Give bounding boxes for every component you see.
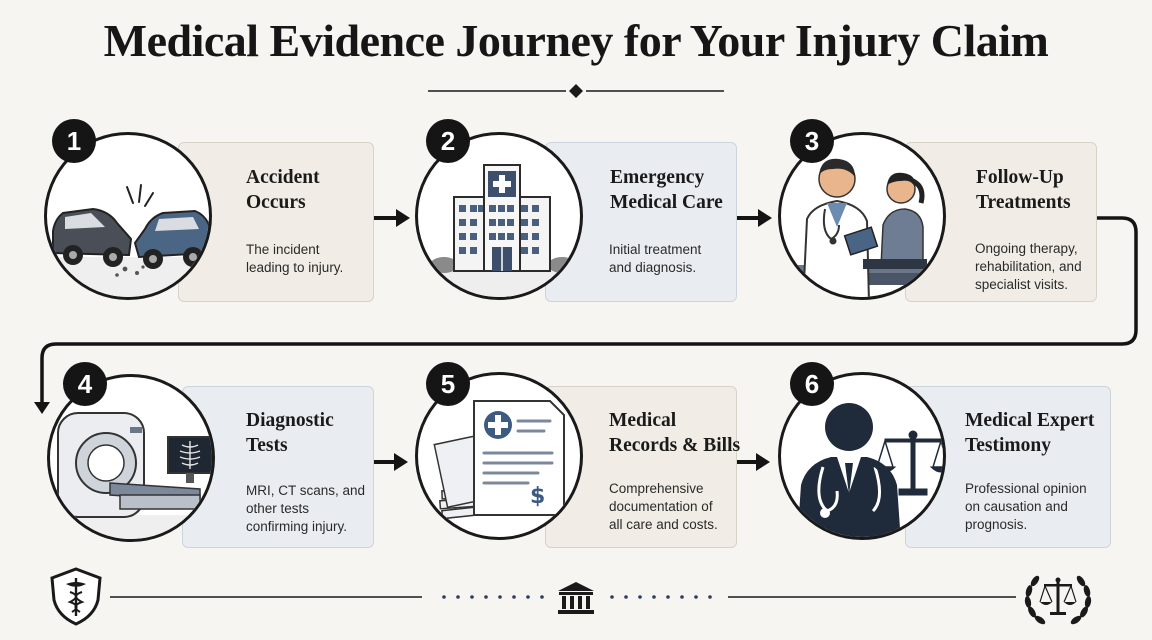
- medical-expert-icon: [797, 403, 943, 537]
- step-5-illustration: $: [415, 372, 583, 540]
- step-6-title: Medical Expert Testimony: [965, 410, 1095, 456]
- dollar-sign-icon: $: [530, 484, 545, 509]
- step-1-badge: 1: [52, 119, 96, 163]
- arrow-1-to-2: [372, 209, 410, 227]
- step-1-title: Accident Occurs: [246, 167, 320, 213]
- wrap-connector-3-to-4: [40, 216, 1138, 404]
- step-3-illustration: [778, 132, 946, 300]
- wrap-connector-arrowhead: [34, 402, 50, 414]
- footer-dots-right: [610, 595, 712, 599]
- step-1-description: The incident leading to injury.: [246, 242, 344, 275]
- step-6-illustration: [778, 372, 946, 540]
- step-6-description: Professional opinion on causation and pr…: [965, 481, 1087, 532]
- arrow-2-to-3: [735, 209, 772, 227]
- mri-scanner-icon: [50, 412, 212, 539]
- step-2-badge: 2: [426, 119, 470, 163]
- courthouse-icon: [558, 582, 594, 614]
- step-5-description: Comprehensive documentation of all care …: [609, 481, 718, 532]
- step-3-description: Ongoing therapy, rehabilitation, and spe…: [975, 241, 1082, 292]
- step-5-title: Medical Records & Bills: [609, 410, 741, 456]
- medical-documents-icon: $: [433, 400, 565, 520]
- title-divider-diamond: [569, 84, 583, 98]
- doctor-patient-icon: [791, 158, 943, 297]
- arrow-4-to-5: [372, 453, 408, 471]
- car-crash-icon: [47, 184, 209, 297]
- footer-dots-left: [442, 595, 544, 599]
- step-4-title: Diagnostic Tests: [246, 410, 334, 456]
- step-4-description: MRI, CT scans, and other tests confirmin…: [246, 483, 366, 534]
- step-6-badge: 6: [790, 362, 834, 406]
- step-2-description: Initial treatment and diagnosis.: [609, 242, 702, 275]
- hospital-icon: [418, 164, 580, 297]
- step-1-illustration: [44, 132, 212, 300]
- step-4-badge: 4: [63, 362, 107, 406]
- step-2-illustration: [415, 132, 583, 300]
- step-5-badge: 5: [426, 362, 470, 406]
- scales-laurel-icon: [1024, 575, 1092, 625]
- arrow-5-to-6: [735, 453, 770, 471]
- step-2-title: Emergency Medical Care: [610, 167, 723, 213]
- page-title: Medical Evidence Journey for Your Injury…: [103, 15, 1049, 66]
- caduceus-shield-icon: [50, 567, 102, 626]
- step-3-badge: 3: [790, 119, 834, 163]
- step-3-title: Follow-Up Treatments: [976, 167, 1071, 213]
